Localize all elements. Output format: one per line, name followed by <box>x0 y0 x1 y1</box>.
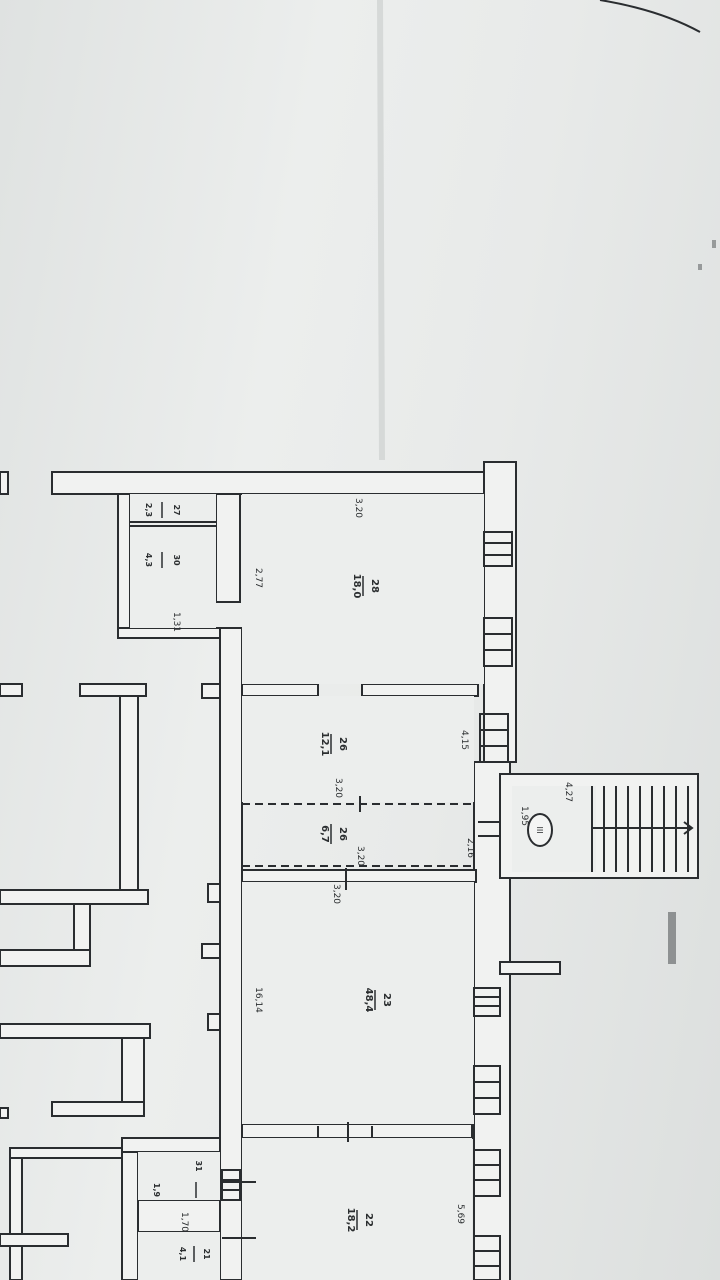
stair-treads <box>591 786 694 872</box>
room-mid-number: 26 <box>337 737 348 751</box>
small-rooms-top-wall <box>121 1137 221 1153</box>
storage-right-wall <box>215 493 241 603</box>
dim-passage-width: 2,16 <box>465 838 475 858</box>
dim-mid-width-bottom: 3,20 <box>331 884 341 904</box>
window-1 <box>483 531 513 567</box>
paper-fold-line <box>377 0 385 461</box>
left-lower-wall <box>0 949 91 967</box>
room-top-number: 28 <box>369 579 380 593</box>
window-3 <box>479 713 509 763</box>
right-upper-wall <box>483 461 517 763</box>
dim-right-side: 5,69 <box>455 1204 465 1224</box>
window-4 <box>473 987 501 1017</box>
room-pass-number: 26 <box>337 827 348 841</box>
upper-partition-left <box>241 683 319 697</box>
upper-partition-right <box>361 683 479 697</box>
stair-tag-label: III <box>535 826 544 833</box>
dim-stair-landing: 1,95 <box>519 806 529 826</box>
lower-partition <box>241 1123 473 1139</box>
room-labels: 18,0 28 12,1 26 6,7 26 48,4 23 18,2 22 4… <box>144 503 392 1262</box>
room-bottom-area: 18,2 <box>345 1208 356 1233</box>
room-pass-area: 6,7 <box>319 825 330 843</box>
spine-niche-1 <box>201 683 221 699</box>
spine-niche-4 <box>207 1013 221 1031</box>
small-c-number: 31 <box>194 1160 203 1172</box>
margin-note-mark <box>668 912 676 964</box>
room-large-number: 23 <box>381 993 392 1007</box>
dim-stair-width: 4,27 <box>563 782 573 802</box>
door-marks <box>130 521 500 1239</box>
windows <box>221 531 513 1280</box>
small-b-number: 27 <box>172 504 181 515</box>
room-bottom-number: 22 <box>363 1213 374 1227</box>
bottom-left-stub <box>0 1233 69 1247</box>
stair-tag-circle <box>527 813 553 847</box>
left-small-stub <box>0 1107 9 1119</box>
passage-bottom-wall <box>241 869 477 883</box>
left-stub-partition <box>0 683 23 697</box>
window-6 <box>473 1149 501 1197</box>
right-corridor-stub <box>499 961 561 975</box>
bottom-left-wall <box>9 1147 123 1159</box>
left-stub-wall <box>0 471 9 495</box>
small-a-number: 30 <box>172 554 181 566</box>
left-partition-top <box>79 683 147 697</box>
small-d-area: 4,1 <box>178 1247 187 1262</box>
small-a-area: 4,3 <box>144 553 153 567</box>
small-rooms-left-wall <box>121 1151 139 1280</box>
left-lower-partition <box>51 1101 145 1117</box>
plan-labels: 3,20 2,77 1,31 4,15 3,20 3,20 3,20 2,16 … <box>144 498 573 1262</box>
window-7 <box>473 1235 501 1280</box>
room-fills <box>130 494 596 1280</box>
top-wall <box>51 471 489 495</box>
dim-small-room-width: 1,31 <box>171 612 181 632</box>
small-rooms-divider <box>137 1199 221 1233</box>
window-5 <box>473 1065 501 1115</box>
left-column-wall <box>119 695 139 893</box>
spine-niche-2 <box>207 883 221 903</box>
dim-long-wall: 16,14 <box>253 987 263 1013</box>
room-large-area: 48,4 <box>363 988 374 1013</box>
fraction-bars <box>161 502 376 1262</box>
room-mid-area: 12,1 <box>319 732 330 757</box>
small-d-number: 21 <box>202 1248 211 1260</box>
window-2 <box>483 617 513 667</box>
right-lower-wall <box>473 761 511 1280</box>
margin-dot-2 <box>698 264 702 270</box>
room-top-area: 18,0 <box>351 574 362 599</box>
spine-niche-3 <box>201 943 221 959</box>
passage-dashed-outline <box>241 803 474 867</box>
dim-storage-len: 2,77 <box>253 568 263 588</box>
dim-bottom-small: 1,70 <box>179 1212 189 1232</box>
margin-dot-1 <box>712 240 716 248</box>
paper-edge-curve <box>599 0 701 33</box>
small-b-area: 2,3 <box>144 503 153 517</box>
bottom-left-column <box>9 1157 23 1280</box>
left-horizontal-wall <box>0 889 149 905</box>
dim-mid-width-upper: 3,20 <box>333 778 343 798</box>
spine-window <box>221 1169 241 1201</box>
dim-corridor-depth: 4,15 <box>459 730 469 750</box>
dim-mid-width-lower: 3,20 <box>355 846 365 866</box>
left-mid-wall <box>0 1023 151 1039</box>
dim-top-width: 3,20 <box>353 498 363 518</box>
storage-left-wall <box>117 493 131 639</box>
small-c-area: 1,9 <box>152 1183 161 1198</box>
